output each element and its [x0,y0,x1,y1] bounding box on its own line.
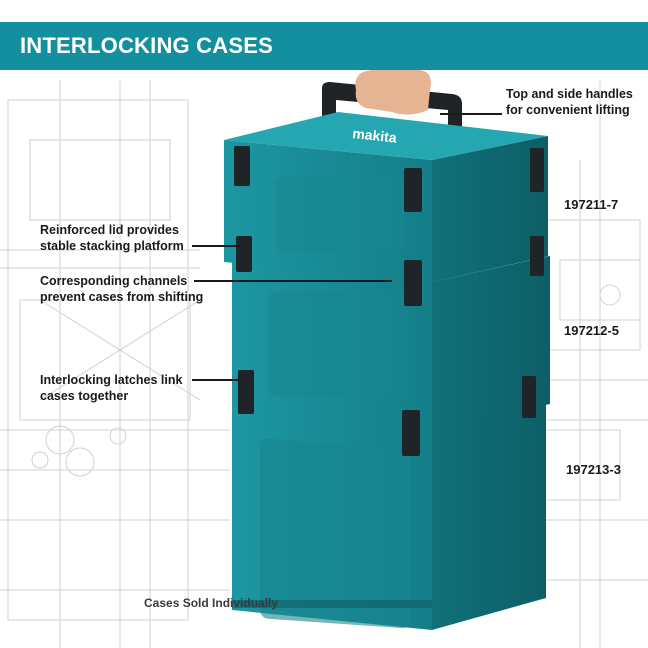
carry-handle [322,70,462,134]
leader-handles [440,113,502,115]
leader-lid [192,245,240,247]
latch-bottom-right [402,410,420,456]
latch-middle-right [404,260,422,306]
latch-middle-left [236,236,252,272]
bottom-case [232,362,546,630]
latch-top-left [234,146,250,186]
latch-bottom-side [522,376,536,418]
leader-channels [194,280,392,282]
model-number-bottom: 197213-3 [566,462,621,477]
latch-top-right [404,168,422,212]
model-number-top: 197211-7 [564,197,619,212]
callout-channels: Corresponding channels prevent cases fro… [40,274,204,304]
callout-handles: Top and side handles for convenient lift… [506,87,633,117]
callout-lid: Reinforced lid provides stable stacking … [40,223,184,253]
callout-latches: Interlocking latches link cases together [40,373,183,403]
sold-individually-note: Cases Sold Individually [144,596,279,610]
latch-top-side [530,148,544,192]
svg-text:makita: makita [352,125,398,146]
top-case: makita [224,112,548,282]
leader-latches [192,379,238,381]
model-number-middle: 197212-5 [564,323,619,338]
header-bar: INTERLOCKING CASES [0,22,648,70]
latch-bottom-left [238,370,254,414]
page-title: INTERLOCKING CASES [20,33,273,58]
latch-middle-side [530,236,544,276]
